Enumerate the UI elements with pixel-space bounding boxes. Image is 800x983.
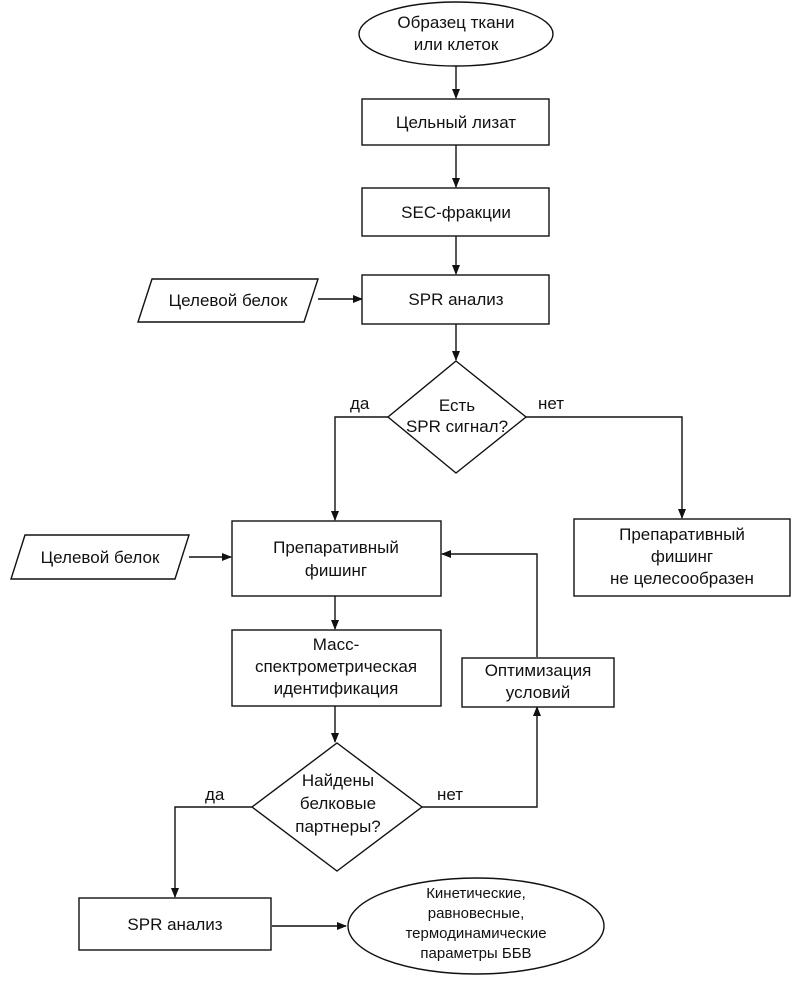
result-node: Кинетические, равновесные, термодинамиче… [347,877,605,975]
decision1-yes-label: да [350,394,370,413]
edge-decision1-no [526,416,686,519]
not-advisable-node-line: не целесообразен [610,569,754,588]
optimization-node-line: условий [506,683,570,702]
decision2-node-line: партнеры? [295,817,381,836]
decision1-node-line: SPR сигнал? [406,417,508,436]
decision2-node-line: Найдены [302,771,374,790]
start-node: Образец ткани или клеток [358,1,554,67]
mass-spec-node-line: спектрометрическая [255,657,417,676]
spr1-node-line: SPR анализ [408,290,503,309]
decision1-node: Есть SPR сигнал? [386,360,528,474]
optimization-node-line: Оптимизация [485,661,592,680]
not-advisable-node-line: фишинг [651,547,713,566]
spr2-node-line: SPR анализ [127,915,222,934]
edge-decision2-no [422,706,541,808]
not-advisable-node-line: Препаративный [619,525,745,544]
result-node-line: параметры ББВ [420,945,531,962]
sec-node: SEC-фракции [361,187,550,237]
fishing-node-line: Препаративный [273,538,399,557]
lysate-node: Цельный лизат [361,98,550,146]
decision2-yes-label: да [205,785,225,804]
target1-node-line: Целевой белок [169,291,288,310]
edge-optimization-to-fishing [441,550,538,657]
target2-node: Целевой белок [10,534,190,580]
edge-decision1-yes [331,416,388,521]
lysate-node-line: Цельный лизат [396,113,516,132]
result-node-line: Кинетические, [426,885,526,902]
result-node-line: термодинамические [405,925,546,942]
edges [171,66,686,930]
spr1-node: SPR анализ [361,274,550,325]
start-node-line: или клеток [414,35,499,54]
decision1-node-line: Есть [439,396,475,415]
mass-spec-node-line: идентификация [274,679,399,698]
fishing-node-line: фишинг [305,561,367,580]
spr2-node: SPR анализ [78,897,272,951]
not-advisable-node: Препаративный фишинг не целесообразен [573,518,791,597]
decision1-no-label: нет [538,394,564,413]
decision2-node: Найдены белковые партнеры? [250,742,424,872]
fishing-node: Препаративный фишинг [231,520,442,597]
mass-spec-node: Масс- спектрометрическая идентификация [231,629,442,707]
decision2-no-label: нет [437,785,463,804]
mass-spec-node-line: Масс- [313,635,359,654]
start-node-line: Образец ткани [397,13,514,32]
result-node-line: равновесные, [428,905,525,922]
optimization-node: Оптимизация условий [461,657,615,708]
sec-node-line: SEC-фракции [401,203,511,222]
target1-node: Целевой белок [137,278,319,323]
target2-node-line: Целевой белок [41,548,160,567]
edge-decision2-yes [171,806,252,898]
decision2-node-line: белковые [300,794,376,813]
